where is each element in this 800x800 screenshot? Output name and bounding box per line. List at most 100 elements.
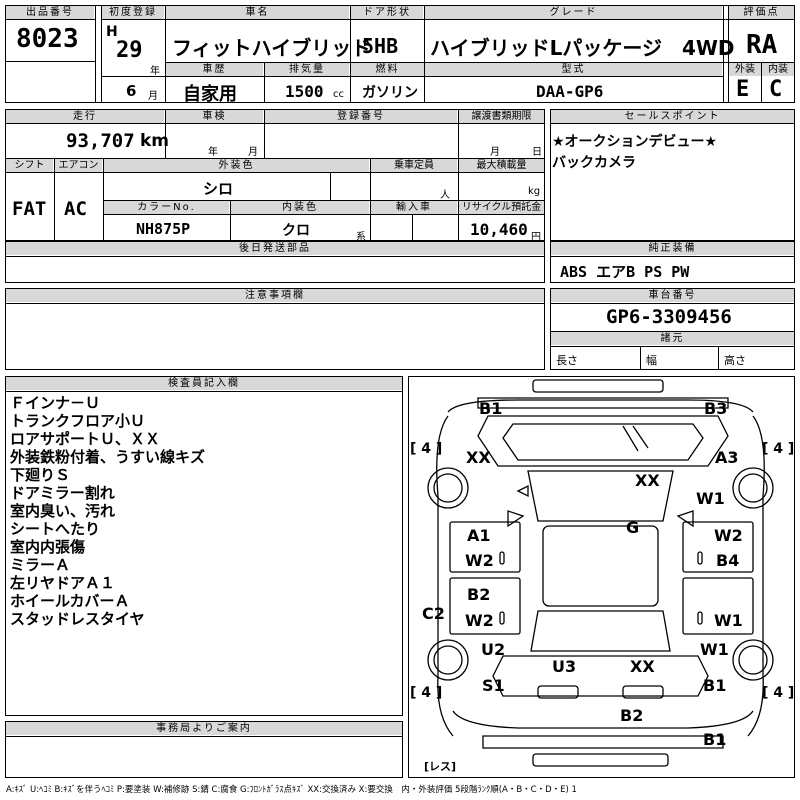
int-color-label: 内装色 [231, 201, 369, 214]
displacement: 1500 [285, 82, 324, 101]
office-label: 事務局よりご案内 [6, 722, 402, 735]
header-row2 [5, 109, 545, 241]
sales-point-line-2: バックカメラ [552, 155, 636, 171]
mark-front-bumper-right: B3 [704, 399, 728, 418]
mark-front-fender-left: XX [466, 448, 491, 467]
first-reg-label: 初度登録 [102, 6, 164, 19]
displacement-label: 排気量 [265, 63, 349, 76]
door-label: ドア形状 [351, 6, 423, 19]
ext-grade: E [736, 77, 750, 102]
insp-year-unit: 年 [208, 147, 218, 158]
legend: A:ｷｽﾞ U:ﾍｺﾐ B:ｷｽﾞを伴うﾍｺﾐ P:要塗装 W:補修跡 S:錆 … [6, 785, 577, 795]
tire-right-top: [ 4 ] [762, 441, 795, 457]
mark-rear-left: S1 [482, 676, 505, 695]
max-load-label: 最大積載量 [459, 159, 544, 172]
caution-label: 注意事項欄 [6, 289, 544, 302]
recycle-label: リサイクル預託金 [459, 201, 544, 214]
inspector-box [5, 376, 403, 716]
spec-height: 高さ [724, 354, 746, 367]
model-label: 型式 [425, 63, 722, 76]
grade: ハイブリッドLパッケージ 4WD [430, 36, 735, 60]
later-parts-box [5, 241, 545, 283]
note-line: シートへたり [10, 520, 101, 538]
note-line: 室内臭い、汚れ [10, 502, 116, 520]
car-name: フィットハイブリッド [172, 36, 372, 60]
note-line: ホイールカバーＡ [10, 592, 130, 610]
mark-rear-bumper: B2 [620, 706, 644, 725]
mark-left-front-door: A1 [467, 526, 491, 545]
note-line: 外装鉄粉付着、うすい線キズ [10, 448, 206, 466]
chassis-label: 車台番号 [551, 289, 794, 302]
car-outline-diagram [427, 379, 774, 767]
ac: AC [64, 198, 87, 220]
car-name-label: 車名 [166, 6, 349, 19]
tire-left-top: [ 4 ] [410, 441, 443, 457]
mark-front-fender-right: A3 [715, 448, 739, 467]
mileage-unit: km [140, 131, 170, 151]
chassis-box [550, 288, 795, 370]
mark-right-front-door-2: B4 [716, 551, 740, 570]
office-box [5, 721, 403, 778]
int-grade-label: 内装 [762, 63, 794, 76]
ext-grade-label: 外装 [729, 63, 761, 76]
shift: FAT [12, 198, 47, 220]
score-label: 評価点 [729, 6, 794, 19]
era: H [106, 24, 118, 40]
equipment-label: 純正装備 [551, 242, 794, 255]
ac-label: エアコン [55, 159, 102, 172]
mark-rear-right-quarter: W1 [700, 640, 729, 659]
mark-left-front-door-2: W2 [465, 551, 494, 570]
note-line: 室内内張傷 [10, 538, 86, 556]
mark-left-rear-door: B2 [467, 585, 491, 604]
spare-tire-less: [レス] [424, 760, 457, 773]
shift-label: シフト [6, 159, 53, 172]
sales-point-label: セールスポイント [551, 110, 794, 123]
chassis-number: GP6-3309456 [606, 306, 732, 328]
inspection-label: 車検 [166, 110, 263, 123]
damage-diagram [408, 376, 795, 778]
header-row1 [5, 5, 795, 103]
mileage-label: 走行 [6, 110, 164, 123]
transfer-month-unit: 月 [490, 147, 500, 158]
inspector-label: 検査員記入欄 [6, 377, 402, 390]
history-label: 車歴 [166, 63, 263, 76]
transfer-day-unit: 日 [532, 147, 542, 158]
lot-number: 8023 [16, 24, 79, 54]
mark-left-rear-door-2: W2 [465, 611, 494, 630]
mark-trunk-right: XX [630, 657, 655, 676]
note-line: スタッドレスタイヤ [10, 610, 145, 628]
mileage: 93,707 [66, 130, 135, 152]
mark-hood: XX [635, 471, 660, 490]
recycle-unit: 円 [531, 232, 541, 243]
int-color-unit: 系 [356, 232, 366, 243]
note-line: Ｆインナ－Ｕ [10, 394, 101, 412]
mark-trunk-left: U3 [552, 657, 577, 676]
int-color: クロ [282, 223, 310, 239]
mark-rear-bumper-lower: B1 [703, 730, 727, 749]
reg-year: 29 [116, 38, 143, 63]
equipment-value: ABS エアB PS PW [560, 263, 690, 281]
model: DAA-GP6 [536, 82, 604, 101]
spec-width: 幅 [646, 354, 657, 367]
sales-point-line-1: ★オークションデビュー★ [552, 134, 718, 150]
later-parts-label: 後日発送部品 [6, 242, 544, 255]
lot-no-label: 出品番号 [6, 6, 94, 19]
displacement-unit: cc [333, 89, 344, 100]
insp-month-unit: 月 [248, 147, 258, 158]
fuel-label: 燃料 [351, 63, 424, 76]
mark-rear-window-left: U2 [481, 640, 506, 659]
grade-label: グレード [425, 6, 722, 19]
reg-no-label: 登録番号 [265, 110, 457, 123]
note-line: ミラーＡ [10, 556, 71, 574]
mark-front-bumper-left: B1 [479, 399, 503, 418]
year-unit: 年 [150, 66, 160, 77]
recycle-amount: 10,460 [470, 220, 528, 239]
mark-windshield: G [626, 518, 640, 537]
tire-right-bottom: [ 4 ] [762, 685, 795, 701]
mark-left-side: C2 [422, 604, 445, 623]
tire-left-bottom: [ 4 ] [410, 685, 443, 701]
ext-color-label: 外装色 [104, 159, 369, 172]
note-line: 下廻りＳ [10, 466, 71, 484]
color-no-label: カラーNo. [104, 201, 229, 214]
equipment-box [550, 241, 795, 283]
